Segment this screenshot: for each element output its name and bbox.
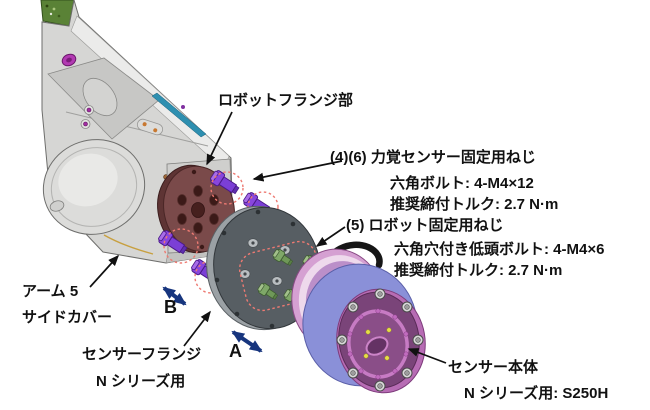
sensor-face-pins	[363, 327, 392, 361]
bolt-highlight-circle	[163, 228, 199, 264]
force-sensor-bolt	[210, 170, 240, 195]
sensor-center-hole	[365, 336, 389, 356]
robot-fixing-bolt	[257, 282, 279, 300]
sensor-flange-label-line2: N シリーズ用	[96, 373, 186, 390]
robot-flange-label: ロボットフランジ部	[218, 92, 354, 109]
force-sensor-bolt	[158, 230, 188, 255]
direction-label-a: A	[229, 341, 242, 361]
robot-fixing-bolt	[272, 248, 294, 266]
leader-arrow-sensor-body	[407, 348, 447, 364]
sensor-body	[291, 241, 426, 394]
robot-fixing-screws-spec: 六角穴付き低頭ボルト: 4-M4×6	[394, 241, 605, 258]
leader-arrow-robot-fixing-screws	[315, 226, 346, 247]
leader-arrow-robot-flange	[206, 111, 233, 166]
robot-fixing-screws-title: (5) ロボット固定用ねじ	[346, 217, 504, 234]
sensor-body-label-line1: センサー本体	[448, 359, 539, 376]
leader-arrow-sensor-flange	[183, 310, 211, 347]
force-sensor-screws-spec: 六角ボルト: 4-M4×12	[390, 175, 534, 192]
arm5-label-line1: アーム 5	[22, 283, 79, 300]
direction-label-b: B	[164, 297, 177, 317]
arm5-label-line2: サイドカバー	[22, 309, 113, 326]
sensor-rim-bolts	[336, 288, 424, 392]
direction-arrow-a	[231, 330, 263, 353]
leader-arrow-force-sensor-screws	[252, 160, 343, 182]
robot-fixing-screws-torque: 推奨締付トルク: 2.7 N·m	[394, 262, 563, 279]
direction-arrow-b	[162, 286, 187, 306]
force-sensor-screws-title: (4)(6) 力覚センサー固定用ねじ	[330, 149, 536, 166]
force-sensor-screws-torque: 推奨締付トルク: 2.7 N·m	[390, 196, 559, 213]
sensor-flange-label-line1: センサーフランジ	[82, 346, 202, 363]
sensor-body-label-line2: N シリーズ用: S250H	[464, 385, 609, 402]
bolt-highlight-circle	[210, 171, 244, 205]
leader-arrow-side-cover	[89, 254, 120, 288]
teal-stripe	[151, 92, 207, 138]
arm5-side-cover	[42, 139, 146, 235]
robot-flange-disc	[157, 164, 235, 254]
